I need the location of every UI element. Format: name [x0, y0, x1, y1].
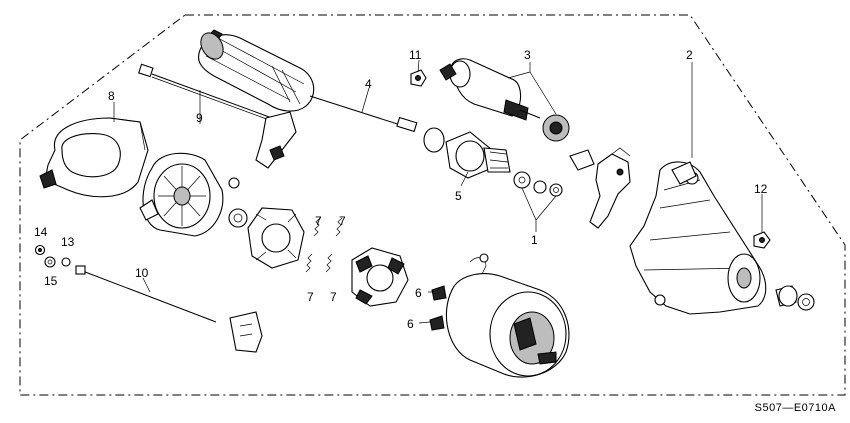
- callout-5: 5: [455, 189, 462, 203]
- small-hardware: [34, 244, 71, 268]
- diagram-code: S507—E0710A: [754, 402, 836, 414]
- part-9-through-bolt: [138, 63, 273, 122]
- callout-6b: 6: [407, 317, 414, 331]
- rear-housing: [139, 152, 224, 237]
- callout-7d: 7: [330, 290, 337, 304]
- callout-12: 12: [754, 182, 768, 196]
- callout-7a: 7: [315, 214, 322, 228]
- brush-bracket: [255, 111, 297, 169]
- assembly-outline: [19, 14, 846, 396]
- part-12-nut: [753, 231, 771, 249]
- bushing: [228, 208, 248, 228]
- callout-3: 3: [524, 48, 531, 62]
- part-10-bolt-terminal: [75, 265, 263, 353]
- part-1-rings: [513, 171, 563, 197]
- callout-11: 11: [409, 48, 422, 62]
- part-3-solenoid: [439, 58, 570, 142]
- armature: [197, 29, 418, 133]
- callout-1: 1: [531, 233, 538, 247]
- part-5-pinion: [423, 127, 511, 179]
- small-nut: [228, 177, 240, 189]
- part-2-front-housing: [629, 161, 767, 315]
- leader-lines: [113, 59, 763, 324]
- callout-9: 9: [196, 111, 203, 125]
- part-6-brushes: [429, 285, 447, 331]
- callout-4: 4: [365, 77, 372, 91]
- callout-7c: 7: [307, 290, 314, 304]
- field-yoke: [445, 253, 570, 378]
- callout-10: 10: [135, 266, 149, 280]
- part-7-springs: [305, 217, 343, 273]
- brush-plate: [247, 207, 305, 269]
- callout-14: 14: [34, 225, 48, 239]
- callout-2: 2: [686, 48, 693, 62]
- end-bushings: [775, 285, 815, 311]
- shift-lever: [569, 147, 631, 229]
- callout-8: 8: [108, 89, 115, 103]
- callout-13: 13: [61, 235, 75, 249]
- part-11-nut: [410, 69, 427, 87]
- brush-holder: [351, 247, 409, 307]
- callout-15: 15: [44, 274, 58, 288]
- callout-7b: 7: [339, 214, 346, 228]
- part-8-cover: [39, 117, 149, 198]
- callout-6a: 6: [415, 286, 422, 300]
- callout-labels: 8 9 4 5 11 3 2 1 12 7 7 7 7 6 6 10 14 13…: [34, 48, 768, 331]
